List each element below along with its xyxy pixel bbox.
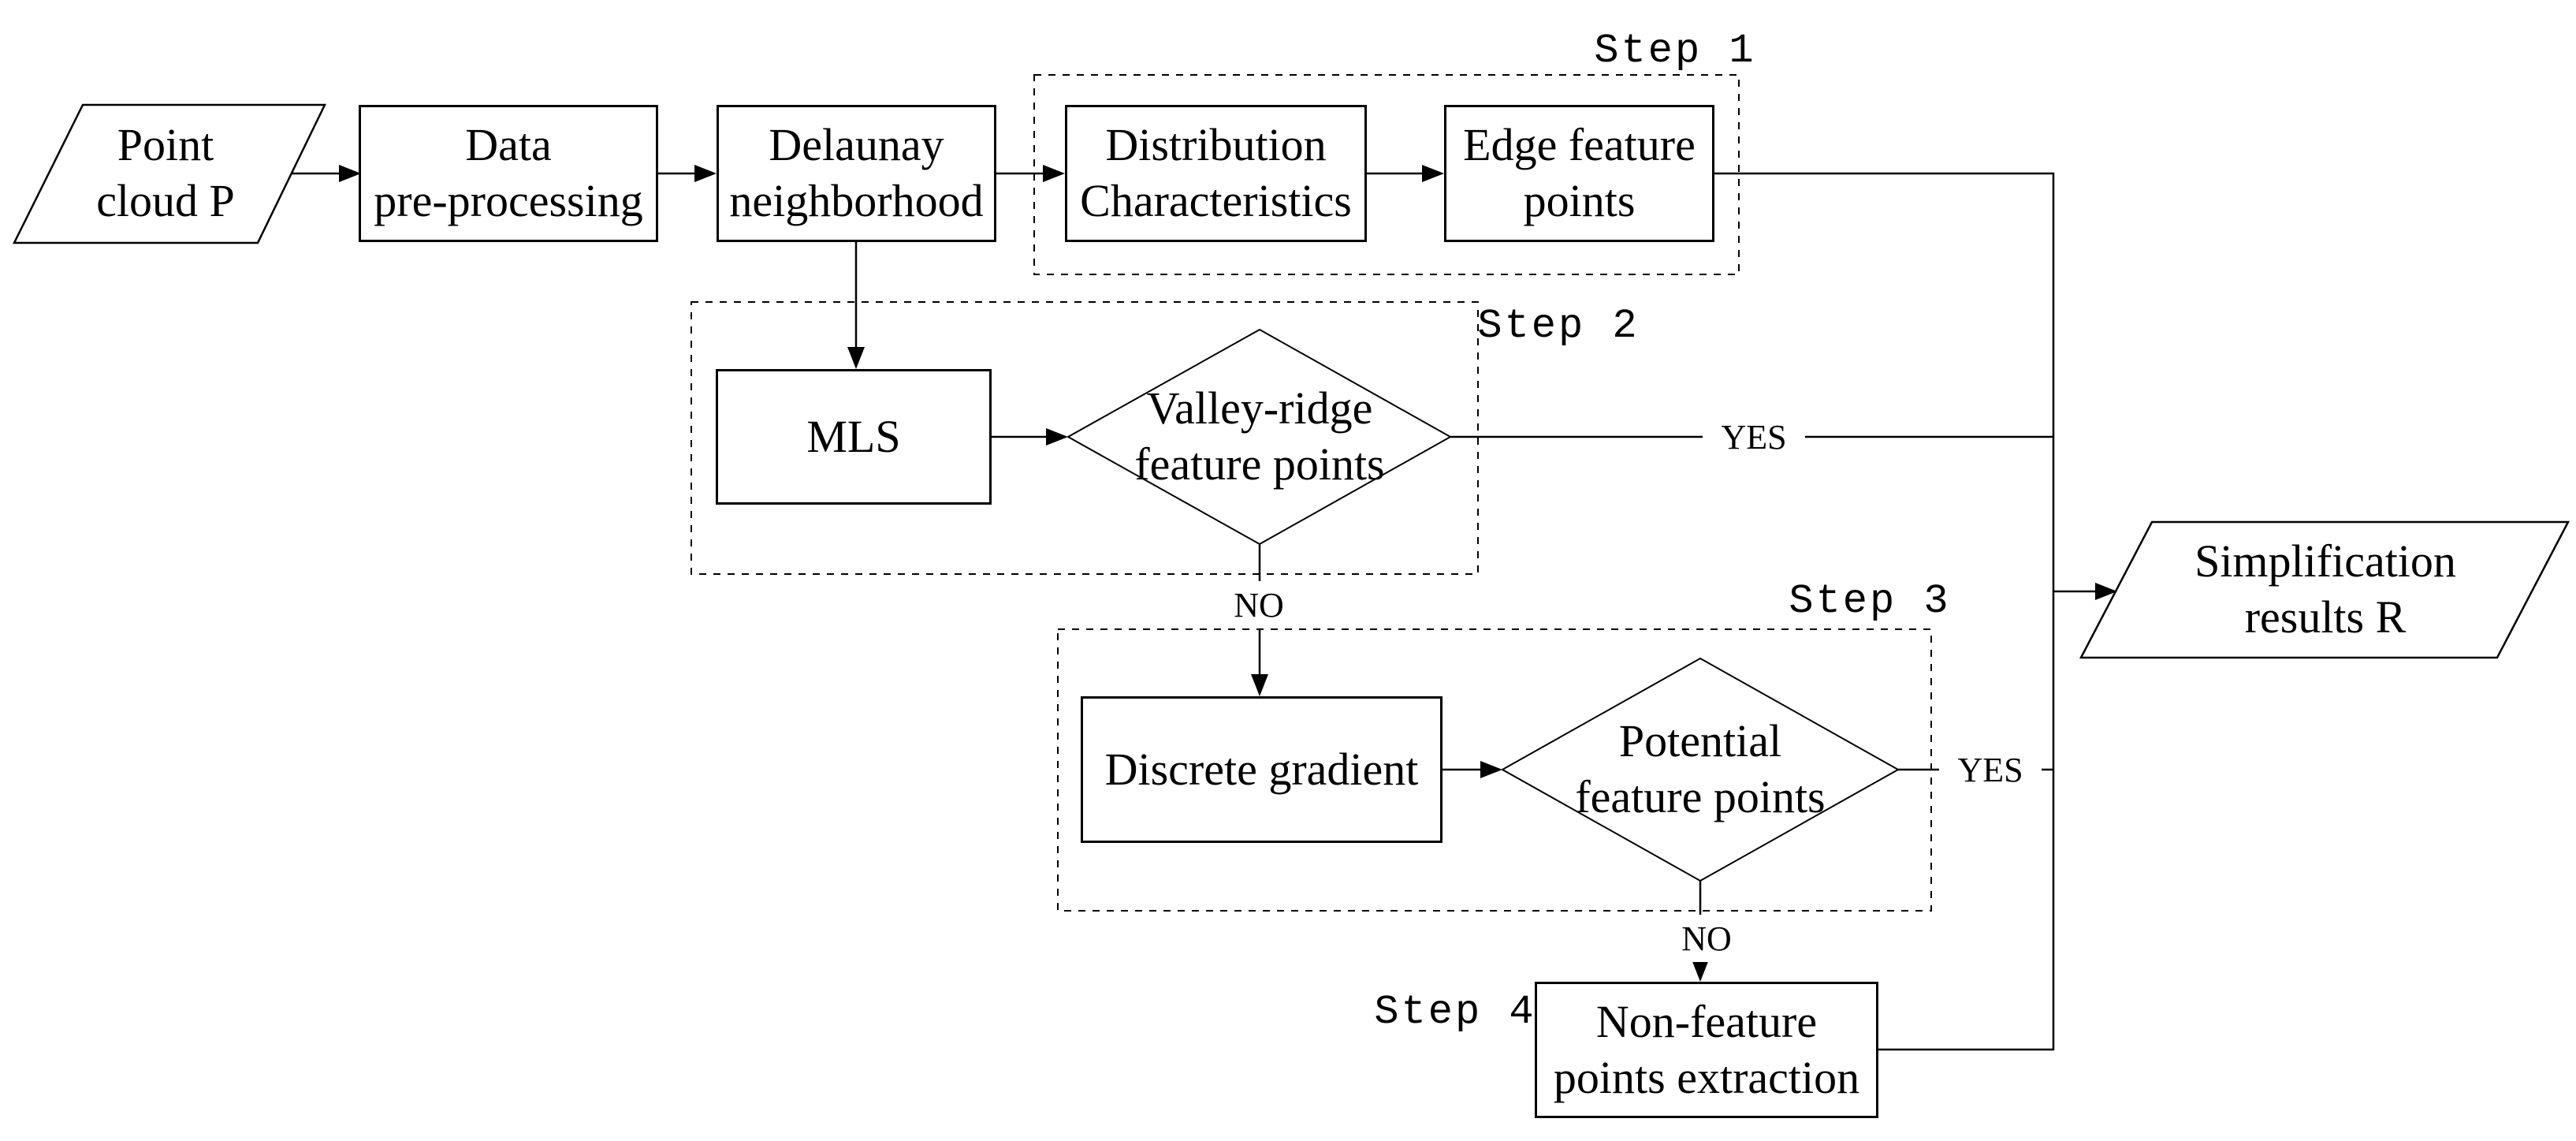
non-feature-label-line2: points extraction [1553, 1051, 1860, 1103]
distribution-label-line2: Characteristics [1080, 175, 1352, 226]
step1-label: Step 1 [1594, 27, 1756, 74]
edge-feature-label-line1: Edge feature [1463, 119, 1696, 171]
simplification-label-line2: results R [2244, 591, 2407, 643]
potential-label-line1: Potential [1618, 715, 1782, 767]
arrowhead-into-edge [1422, 165, 1444, 182]
arrowhead-into-nonfeature [1692, 960, 1709, 982]
edge-feature-label-line2: points [1523, 175, 1636, 226]
distribution-node: Distribution Characteristics [1065, 105, 1367, 242]
arrowhead-into-potential [1480, 761, 1502, 778]
potential-yes-label: YES [1939, 746, 2042, 793]
edge-feature-node: Edge feature points [1444, 105, 1714, 242]
simplification-label-line1: Simplification [2194, 535, 2456, 587]
distribution-label-line1: Distribution [1105, 119, 1327, 171]
arrowhead-into-mls [847, 347, 865, 369]
mls-node: MLS [716, 369, 992, 505]
arrowhead-into-result [2095, 583, 2117, 600]
valley-no-label: NO [1223, 581, 1294, 628]
simplification-parallelogram [2079, 520, 2570, 659]
potential-label-line2: feature points [1575, 771, 1826, 822]
point-cloud-label-line1: Point [117, 119, 214, 171]
delaunay-label-line2: neighborhood [729, 175, 984, 226]
data-preprocessing-node: Data pre-processing [359, 105, 658, 242]
potential-node: Potential feature points [1558, 711, 1842, 828]
arrowhead-into-discrete [1251, 674, 1268, 696]
valley-ridge-label-line1: Valley-ridge [1146, 382, 1373, 434]
delaunay-node: Delaunay neighborhood [717, 105, 996, 242]
step2-group-box [691, 301, 1479, 575]
arrowhead-into-distribution [1043, 165, 1065, 182]
valley-yes-label: YES [1703, 413, 1805, 461]
step4-label: Step 4 [1374, 988, 1536, 1035]
non-feature-node: Non-feature points extraction [1535, 982, 1878, 1118]
point-cloud-label-line2: cloud P [96, 175, 235, 226]
data-preprocessing-label-line2: pre-processing [374, 175, 643, 226]
valley-ridge-node: Valley-ridge feature points [1118, 378, 1402, 495]
discrete-gradient-node: Discrete gradient [1081, 696, 1442, 843]
point-cloud-node: Point cloud P [47, 110, 284, 237]
simplification-node: Simplification results R [2128, 527, 2522, 653]
non-feature-label-line1: Non-feature [1595, 995, 1818, 1047]
step1-group-box [1033, 74, 1740, 275]
point-cloud-parallelogram [12, 103, 326, 244]
delaunay-label-line1: Delaunay [769, 119, 944, 171]
potential-no-label: NO [1671, 915, 1742, 962]
step2-label: Step 2 [1477, 302, 1640, 349]
arrowhead-into-delaunay [694, 165, 717, 182]
discrete-gradient-label-line1: Discrete gradient [1104, 743, 1419, 795]
arrowhead-into-valley [1046, 428, 1068, 446]
step3-label: Step 3 [1789, 577, 1951, 625]
valley-ridge-label-line2: feature points [1134, 438, 1385, 490]
mls-label-line1: MLS [806, 410, 901, 462]
arrowhead-into-data [339, 165, 361, 182]
data-preprocessing-label-line1: Data [465, 119, 552, 171]
